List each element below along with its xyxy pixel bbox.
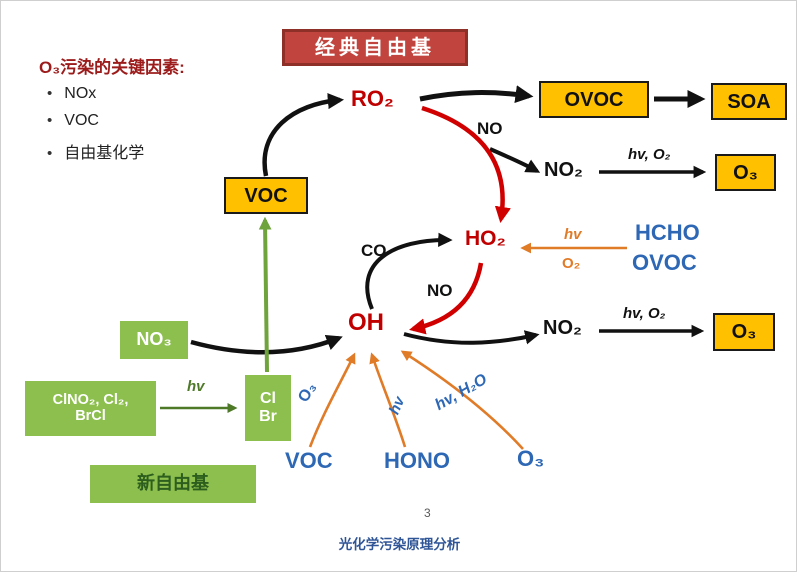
no2-bottom-label: NO₂ — [543, 317, 582, 339]
hv-green-label: hv — [187, 378, 205, 395]
list-item: 自由基化学 — [47, 139, 144, 163]
footer-caption: 光化学污染原理分析 — [338, 537, 461, 552]
list-item: VOC — [47, 112, 144, 130]
hv-o2-top-label: hv, O₂ — [628, 146, 671, 163]
hv-o2-bottom-label: hv, O₂ — [623, 305, 666, 322]
ovoc-blue-label: OVOC — [632, 250, 697, 275]
ovoc-box: OVOC — [539, 81, 649, 118]
hcho-label: HCHO — [635, 220, 700, 245]
hv-orange-label: hv — [564, 226, 582, 243]
co-label: CO — [361, 241, 387, 260]
no-mid-label: NO — [427, 281, 453, 300]
cl-br-box: Cl Br — [245, 375, 291, 441]
page-number: 3 — [424, 506, 431, 520]
classic-radicals-badge: 经典自由基 — [282, 29, 468, 66]
voc-box: VOC — [224, 177, 308, 214]
key-factors-list: NOx VOC 自由基化学 — [47, 85, 144, 172]
ozone-box-bottom: O₃ — [713, 313, 775, 351]
halogen-precursor-box: ClNO₂, Cl₂, BrCl — [25, 381, 156, 436]
no2-top-label: NO₂ — [544, 159, 583, 181]
list-item: NOx — [47, 85, 144, 103]
o2-orange-label: O₂ — [562, 255, 581, 272]
key-factors-title: O₃污染的关键因素: — [39, 58, 185, 77]
no-top-label: NO — [477, 119, 503, 138]
no3-box: NO₃ — [120, 321, 188, 359]
classic-radicals-label: 经典自由基 — [315, 36, 435, 59]
oh-label: OH — [348, 309, 384, 336]
soa-box: SOA — [711, 83, 787, 120]
ozone-box-top: O₃ — [715, 154, 776, 191]
o3-source-label: O₃ — [517, 446, 545, 471]
new-radicals-box: 新自由基 — [90, 465, 256, 503]
hono-source-label: HONO — [384, 448, 450, 473]
voc-source-label: VOC — [285, 448, 333, 473]
ho2-label: HO₂ — [465, 227, 506, 250]
ro2-label: RO₂ — [351, 86, 394, 111]
